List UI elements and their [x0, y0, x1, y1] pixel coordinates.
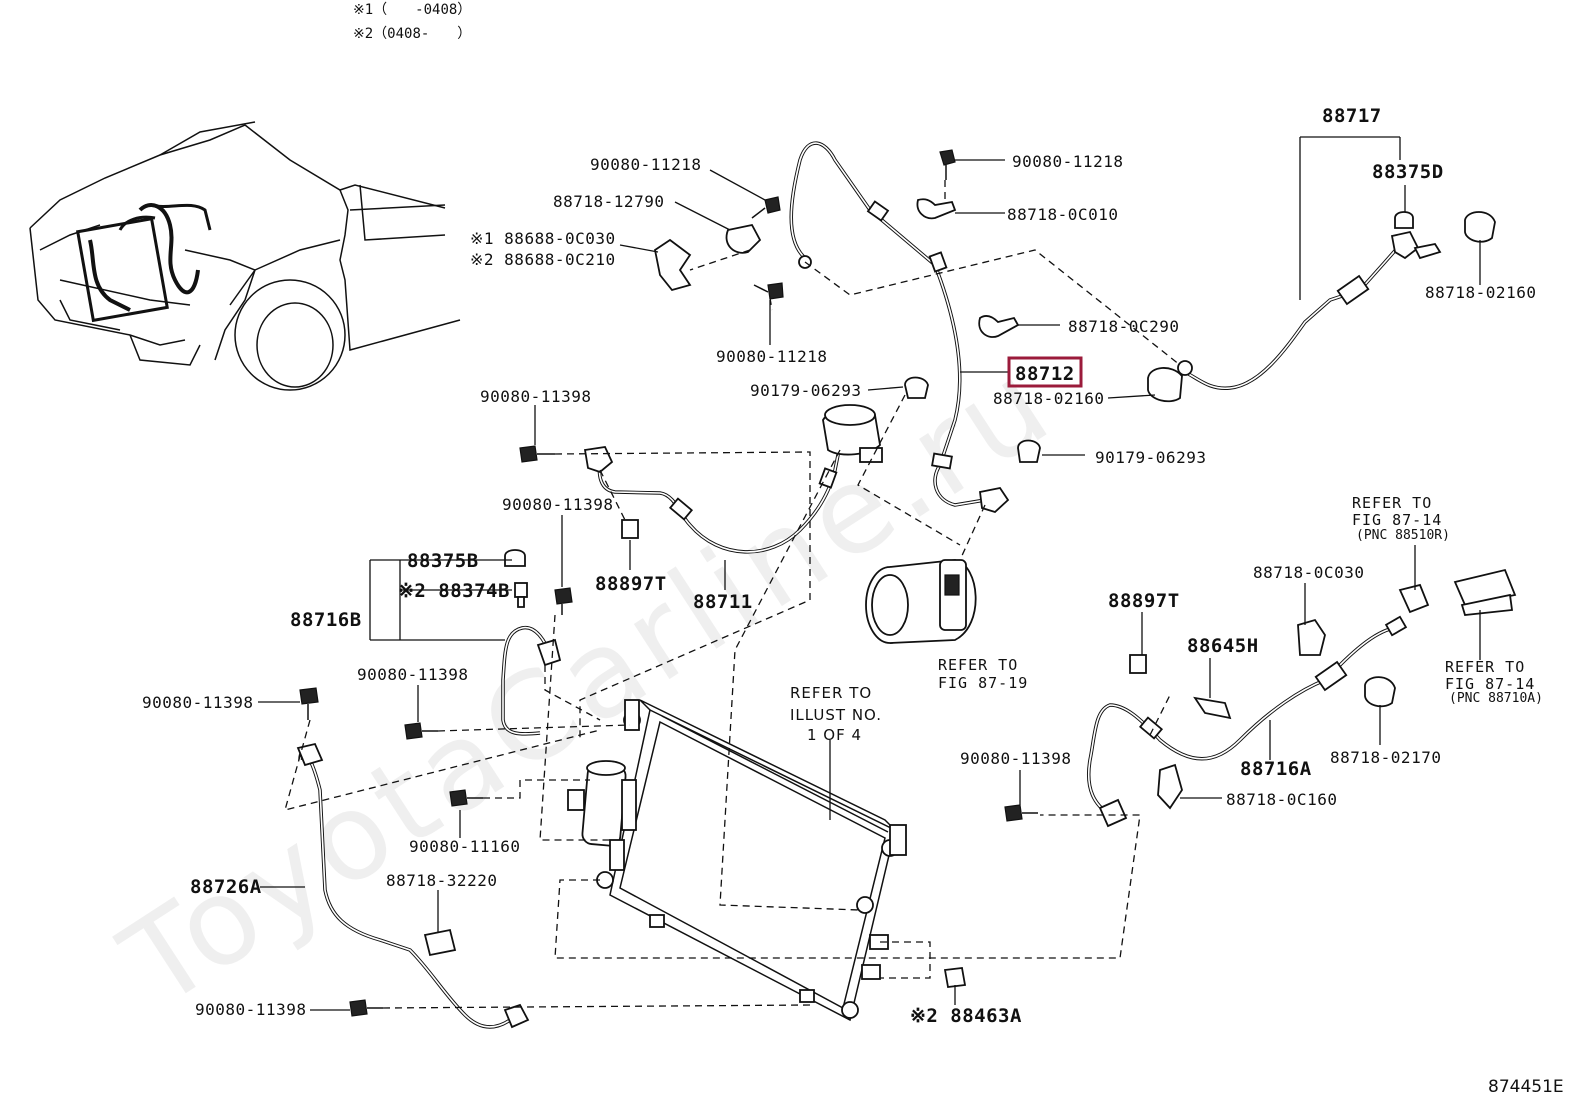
label-88711[interactable]: 88711 — [693, 591, 753, 613]
bolt-icon[interactable] — [939, 149, 956, 180]
label-90179-06293[interactable]: 90179-06293 — [1095, 448, 1206, 467]
label-88645h[interactable]: 88645H — [1187, 635, 1259, 657]
label-90080-11398[interactable]: 90080-11398 — [960, 749, 1071, 768]
clamp-icon[interactable] — [1364, 676, 1396, 708]
label-88375d[interactable]: 88375D — [1372, 161, 1444, 183]
refer-illust[interactable]: ILLUST NO. — [790, 706, 882, 724]
label-88718-0c290[interactable]: 88718-0C290 — [1068, 317, 1179, 336]
clip-icon[interactable] — [943, 967, 967, 988]
cap-icon[interactable] — [1394, 211, 1414, 229]
fitting-icon[interactable] — [1460, 593, 1514, 616]
note-2: ※2（0408- ） — [353, 26, 471, 42]
bolt-icon[interactable] — [519, 445, 555, 463]
pipe-88716b[interactable] — [501, 549, 562, 736]
note-1: ※1（ -0408） — [353, 2, 471, 18]
bolt-icon[interactable] — [299, 687, 319, 720]
refer-pnc-88710a[interactable]: FIG 87-14 — [1445, 675, 1535, 693]
label-88463a[interactable]: ※2 88463A — [910, 1005, 1022, 1027]
pipe-88712[interactable] — [789, 141, 1010, 514]
fitting-icon[interactable] — [1398, 583, 1430, 614]
label-88688-0c210[interactable]: ※2 88688-0C210 — [470, 250, 616, 269]
grommet-icon[interactable] — [1017, 439, 1041, 463]
pipe-88711[interactable] — [583, 404, 883, 554]
label-90080-11398[interactable]: 90080-11398 — [142, 693, 253, 712]
refer-fig-87-19[interactable]: FIG 87-19 — [938, 674, 1028, 692]
label-88718-02160[interactable]: 88718-02160 — [1425, 283, 1536, 302]
label-90080-11398[interactable]: 90080-11398 — [502, 495, 613, 514]
label-88718-0c160[interactable]: 88718-0C160 — [1226, 790, 1337, 809]
label-90080-11218[interactable]: 90080-11218 — [1012, 152, 1123, 171]
grommet-icon[interactable] — [904, 376, 929, 399]
vehicle-locator-illustration — [29, 121, 461, 391]
dashed-leaders — [284, 180, 1181, 1009]
label-90080-11398[interactable]: 90080-11398 — [480, 387, 591, 406]
refer-pnc-88510r[interactable]: FIG 87-14 — [1352, 511, 1442, 529]
label-88897t[interactable]: 88897T — [1108, 590, 1180, 612]
bolt-icon[interactable] — [1004, 804, 1038, 822]
label-90080-11398[interactable]: 90080-11398 — [357, 665, 468, 684]
label-88375b[interactable]: 88375B — [407, 550, 479, 572]
highlight-box — [1007, 356, 1083, 388]
label-88688-0c030[interactable]: ※1 88688-0C030 — [470, 229, 616, 248]
refer-illust[interactable]: 1 OF 4 — [807, 726, 862, 744]
bolt-icon[interactable] — [554, 587, 573, 615]
label-88718-12790[interactable]: 88718-12790 — [553, 192, 664, 211]
label-88718-32220[interactable]: 88718-32220 — [386, 871, 497, 890]
label-88718-0c010[interactable]: 88718-0C010 — [1007, 205, 1118, 224]
clamp-icon[interactable] — [1157, 763, 1183, 810]
watermark: ToyotaCarline.ru — [99, 333, 1076, 1035]
label-88718-0c030[interactable]: 88718-0C030 — [1253, 563, 1364, 582]
bolt-icon[interactable] — [404, 722, 438, 740]
refer-fig-87-19[interactable]: REFER TO — [938, 656, 1018, 674]
pipe-88716a[interactable] — [1087, 615, 1408, 828]
condenser[interactable] — [567, 699, 907, 1022]
label-88712[interactable]: 88712 — [1015, 363, 1075, 385]
label-88718-02160[interactable]: 88718-02160 — [993, 389, 1104, 408]
label-88717[interactable]: 88717 — [1322, 105, 1382, 127]
label-90080-11218[interactable]: 90080-11218 — [590, 155, 701, 174]
part-labels: 90080-11218 90080-11218 90080-11218 8871… — [142, 105, 1564, 1097]
label-88897t[interactable]: 88897T — [595, 573, 667, 595]
label-90080-11218[interactable]: 90080-11218 — [716, 347, 827, 366]
pad-icon[interactable] — [1129, 654, 1147, 674]
pipe-88717[interactable] — [1177, 230, 1442, 390]
refer-pnc-88510r[interactable]: (PNC 88510R) — [1356, 528, 1450, 543]
label-88374b[interactable]: ※2 88374B — [398, 580, 510, 602]
refer-pnc-88710a[interactable]: REFER TO — [1445, 658, 1525, 676]
label-90080-11160[interactable]: 90080-11160 — [409, 837, 520, 856]
small-parts — [299, 149, 1517, 1017]
bolt-icon[interactable] — [751, 196, 781, 219]
label-88718-02170[interactable]: 88718-02170 — [1330, 748, 1441, 767]
clamp-icon[interactable] — [978, 315, 1020, 338]
figure-id: 874451E — [1488, 1077, 1564, 1097]
bracket-icon[interactable] — [1297, 618, 1326, 656]
compressor[interactable] — [865, 559, 977, 644]
label-90179-06293[interactable]: 90179-06293 — [750, 381, 861, 400]
bolt-icon[interactable] — [449, 789, 483, 807]
bracket-icon[interactable] — [653, 238, 692, 292]
pressure-switch-icon[interactable] — [1193, 696, 1232, 720]
label-88716a[interactable]: 88716A — [1240, 758, 1312, 780]
clamp-icon[interactable] — [916, 198, 957, 220]
leader-lines — [258, 136, 1481, 1011]
refer-illust[interactable]: REFER TO — [790, 684, 872, 702]
refer-pnc-88710a[interactable]: (PNC 88710A) — [1449, 691, 1543, 706]
clamp-icon[interactable] — [725, 223, 762, 254]
clamp-icon[interactable] — [423, 928, 457, 957]
pipe-88726a[interactable] — [296, 742, 530, 1029]
bolt-icon[interactable] — [349, 999, 383, 1017]
pad-icon[interactable] — [621, 519, 639, 539]
label-90080-11398[interactable]: 90080-11398 — [195, 1000, 306, 1019]
label-88726a[interactable]: 88726A — [190, 876, 262, 898]
clamp-icon[interactable] — [1464, 211, 1496, 243]
bolt-icon[interactable] — [753, 282, 784, 300]
refer-pnc-88510r[interactable]: REFER TO — [1352, 494, 1432, 512]
clamp-icon[interactable] — [1147, 367, 1183, 403]
label-88716b[interactable]: 88716B — [290, 609, 362, 631]
